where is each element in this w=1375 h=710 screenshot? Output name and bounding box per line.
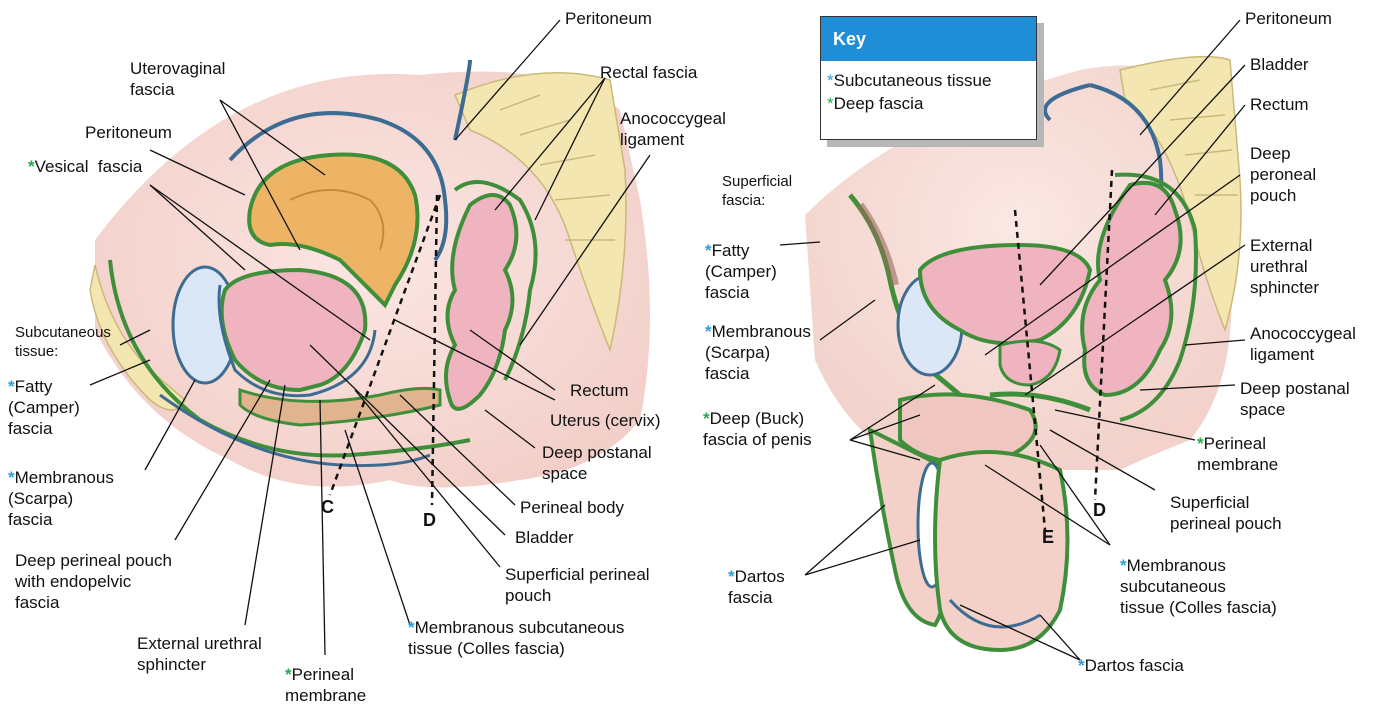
label-superficial-perineal-pouch-right: Superficial perineal pouch [1170,492,1282,534]
asterisk-subcutaneous: * [8,377,15,396]
label-fatty-camper-right: *Fatty (Camper) fascia [705,240,777,303]
asterisk-deep: * [703,409,710,428]
asterisk-subcutaneous: * [1120,556,1127,575]
key-text-deep-fascia: Deep fascia [834,94,924,113]
label-subcutaneous-tissue: Subcutaneous tissue: [15,323,111,361]
key-text-subcutaneous: Subcutaneous tissue [834,71,992,90]
asterisk-subcutaneous: * [705,322,712,341]
label-superficial-perineal-pouch-left: Superficial perineal pouch [505,564,650,606]
cut-label-d-right: D [1093,500,1106,521]
label-perineal-body: Perineal body [520,497,624,518]
label-uterovaginal-fascia: Uterovaginal fascia [130,58,225,100]
asterisk-subcutaneous: * [1078,656,1085,675]
label-membranous-scarpa-right: *Membranous (Scarpa) fascia [705,321,811,384]
label-text: Dartos fascia [728,567,785,607]
label-anococcygeal-ligament-right: Anococcygeal ligament [1250,323,1356,365]
label-text: Membranous (Scarpa) fascia [705,322,811,383]
label-vesical-fascia: *Vesical fascia [28,156,142,177]
label-text: Membranous (Scarpa) fascia [8,468,114,529]
key-item-deep-fascia: *Deep fascia [827,92,1036,115]
label-bladder-left: Bladder [515,527,574,548]
label-peritoneum-left: Peritoneum [85,122,172,143]
label-peritoneum-right: Peritoneum [1245,8,1332,29]
female-pelvis-section [90,60,650,505]
label-external-urethral-sphincter-left: External urethral sphincter [137,633,262,675]
label-rectal-fascia: Rectal fascia [600,62,697,83]
label-deep-peroneal-pouch: Deep peroneal pouch [1250,143,1316,206]
label-text: Perineal membrane [1197,434,1278,474]
asterisk-subcutaneous: * [8,468,15,487]
asterisk-subcutaneous: * [728,567,735,586]
asterisk-deep: * [1197,434,1204,453]
scrotum [935,452,1068,650]
label-text: Perineal membrane [285,665,366,705]
label-dartos-fascia-left: *Dartos fascia [728,566,785,608]
label-peritoneum-top: Peritoneum [565,8,652,29]
label-perineal-membrane-right: *Perineal membrane [1197,433,1278,475]
key-items: *Subcutaneous tissue *Deep fascia [821,61,1036,115]
cut-label-c: C [321,497,334,518]
label-anococcygeal-ligament-left: Anococcygeal ligament [620,108,726,150]
label-membranous-scarpa-left: *Membranous (Scarpa) fascia [8,467,114,530]
asterisk-deep: * [28,157,35,176]
label-rectum-right: Rectum [1250,94,1309,115]
cut-label-d-left: D [423,510,436,531]
label-text: Membranous subcutaneous tissue (Colles f… [408,618,624,658]
label-text: Deep (Buck) fascia of penis [703,409,812,449]
label-deep-postanal-space-right: Deep postanal space [1240,378,1350,420]
asterisk-subcutaneous: * [408,618,415,637]
label-text: Vesical fascia [35,157,143,176]
asterisk-deep: * [285,665,292,684]
label-bladder-right: Bladder [1250,54,1309,75]
label-membranous-colles-right: *Membranous subcutaneous tissue (Colles … [1120,555,1277,618]
label-superficial-fascia: Superficial fascia: [722,172,792,210]
label-dartos-fascia-bottom: *Dartos fascia [1078,655,1184,676]
label-uterus-cervix: Uterus (cervix) [550,410,661,431]
key-legend: Key *Subcutaneous tissue *Deep fascia [820,16,1037,140]
key-title: Key [821,17,1036,61]
label-deep-perineal-pouch: Deep perineal pouch with endopelvic fasc… [15,550,172,613]
label-text: Fatty (Camper) fascia [705,241,777,302]
label-deep-postanal-space-left: Deep postanal space [542,442,652,484]
key-asterisk-subcutaneous: * [827,71,834,90]
label-text: Fatty (Camper) fascia [8,377,80,438]
key-item-subcutaneous: *Subcutaneous tissue [827,69,1036,92]
key-asterisk-deep-fascia: * [827,94,834,113]
label-perineal-membrane-left: *Perineal membrane [285,664,366,706]
label-fatty-camper-left: *Fatty (Camper) fascia [8,376,80,439]
asterisk-subcutaneous: * [705,241,712,260]
label-rectum-left: Rectum [570,380,629,401]
label-deep-buck-fascia: *Deep (Buck) fascia of penis [703,408,812,450]
label-membranous-colles-left: *Membranous subcutaneous tissue (Colles … [408,617,624,659]
label-external-urethral-sphincter-right: External urethral sphincter [1250,235,1319,298]
label-text: Membranous subcutaneous tissue (Colles f… [1120,556,1277,617]
cut-label-e: E [1042,527,1054,548]
label-text: Dartos fascia [1085,656,1184,675]
